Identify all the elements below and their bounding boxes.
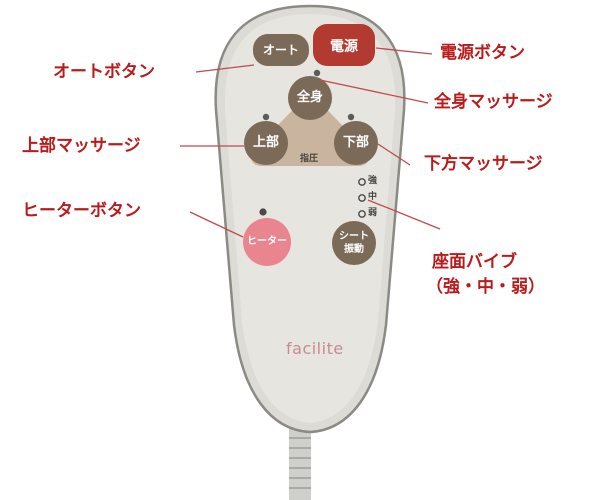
- leader-power: [375, 47, 433, 55]
- full-body-button[interactable]: 全身: [296, 90, 323, 105]
- level-weak-label: 弱: [368, 208, 378, 218]
- brand-logo: facilite: [286, 339, 344, 358]
- lower-indicator: [347, 113, 355, 121]
- callout-power-button: 電源ボタン: [440, 43, 525, 63]
- upper-button-shape: [244, 121, 288, 165]
- cord-ribs: [289, 437, 311, 489]
- heater-button-shape: [243, 218, 291, 266]
- seat-vibration-button-line1[interactable]: シート: [339, 231, 369, 242]
- auto-button[interactable]: オート: [262, 43, 299, 57]
- level-weak-led: [358, 210, 366, 218]
- auto-button-shape: [253, 34, 309, 66]
- upper-indicator: [262, 113, 270, 121]
- callout-seat-vibration-line2: （強・中・弱）: [426, 277, 545, 297]
- lower-button[interactable]: 下部: [342, 135, 369, 150]
- power-button-shape: [313, 24, 375, 66]
- seat-vibration-button-line2[interactable]: 振動: [344, 244, 364, 255]
- leader-lower: [377, 143, 411, 166]
- leader-lines: [180, 47, 441, 238]
- callout-seat-vibration-line1: 座面バイブ: [432, 252, 517, 272]
- leader-full-body: [319, 79, 429, 104]
- level-strong-label: 強: [368, 176, 378, 186]
- leader-seat-vibration: [367, 199, 441, 230]
- callout-lower-massage: 下方マッサージ: [424, 154, 543, 174]
- full-body-indicator: [313, 69, 321, 77]
- seat-vibration-button-shape: [332, 221, 376, 265]
- upper-button[interactable]: 上部: [252, 135, 279, 150]
- callout-auto-button: オートボタン: [53, 62, 155, 82]
- full-body-button-shape: [288, 76, 332, 120]
- level-medium-led: [358, 194, 366, 202]
- leader-auto: [195, 64, 255, 73]
- heater-indicator: [259, 208, 267, 216]
- callout-heater-button: ヒーターボタン: [22, 201, 141, 221]
- level-medium-label: 中: [368, 192, 378, 202]
- level-strong-led: [358, 178, 366, 186]
- leader-heater: [189, 211, 244, 238]
- callout-upper-massage: 上部マッサージ: [22, 136, 141, 156]
- heater-button[interactable]: ヒーター: [247, 236, 287, 247]
- pressure-label: 指圧: [300, 154, 319, 164]
- power-button[interactable]: 電源: [330, 39, 358, 55]
- callout-full-body-massage: 全身マッサージ: [434, 92, 553, 112]
- lower-button-shape: [334, 121, 378, 165]
